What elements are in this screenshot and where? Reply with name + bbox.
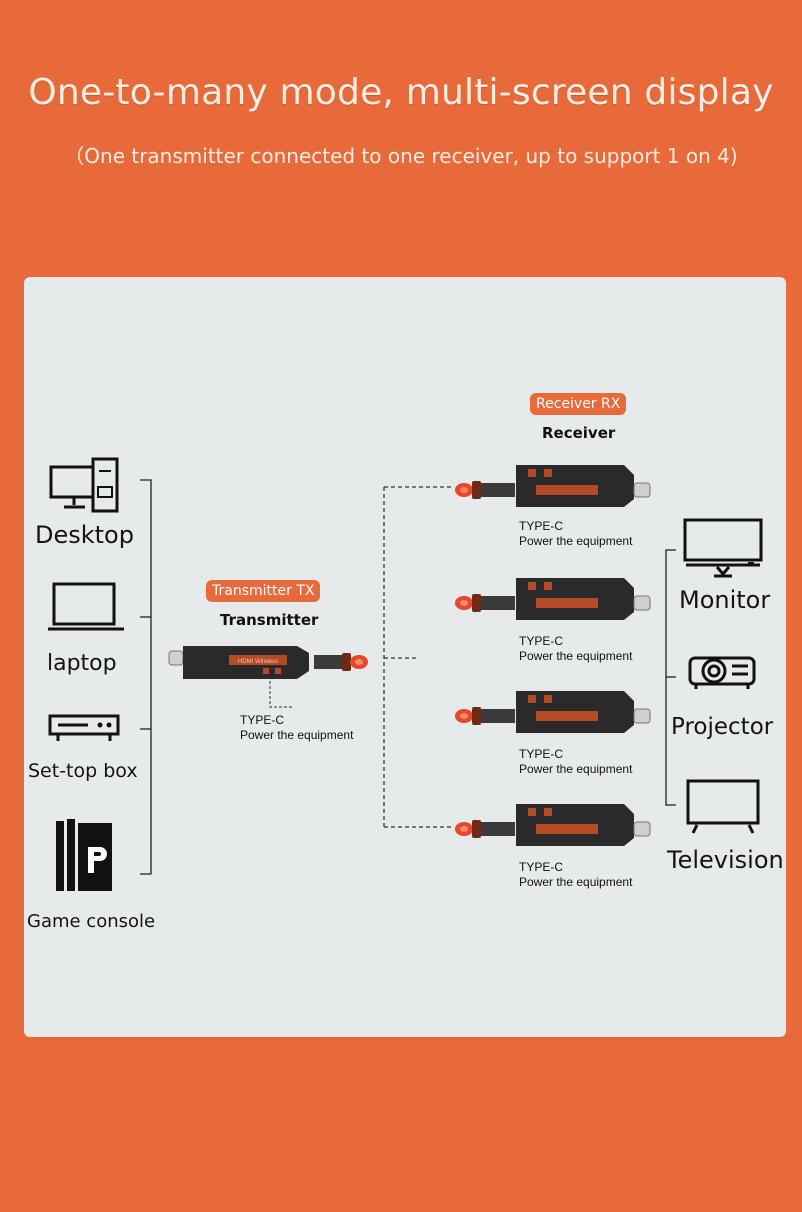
projector-icon: [688, 656, 756, 689]
receiver-tag: Receiver RX: [530, 393, 627, 415]
display-label-monitor: Monitor: [679, 586, 771, 614]
source-label-desktop: Desktop: [35, 521, 134, 549]
receiver-port-note: TYPE-C Power the equipment: [519, 519, 632, 549]
transmitter-port-pointer: [269, 681, 292, 708]
display-label-television: Television: [667, 846, 784, 874]
source-label-game-console: Game console: [27, 911, 156, 932]
transmitter-dongle: HDMI Wireless: [168, 646, 368, 679]
transmitter-power-label: Power the equipment: [240, 728, 354, 742]
page-title: One-to-many mode, multi-screen display: [28, 72, 774, 113]
receiver-port-note: TYPE-C Power the equipment: [519, 860, 632, 890]
transmitter-label: Transmitter: [220, 611, 319, 629]
set-top-box-icon: [48, 714, 120, 741]
transmitter-tag: Transmitter TX: [206, 580, 321, 602]
receiver-label: Receiver: [542, 424, 616, 442]
monitor-icon: [683, 518, 763, 578]
receiver-power-label: Power the equipment: [519, 762, 633, 776]
receiver-dongle: [455, 804, 651, 846]
connector-lines: [140, 479, 676, 875]
page-subtitle: （One transmitter connected to one receiv…: [64, 144, 738, 168]
receiver-port-note: TYPE-C Power the equipment: [519, 747, 632, 777]
display-label-projector: Projector: [671, 714, 774, 740]
source-bracket: [140, 479, 152, 875]
transmitter-port-note: TYPE-C Power the equipment: [240, 713, 353, 743]
receiver-dongle: [455, 465, 651, 507]
receiver-power-label: Power the equipment: [519, 649, 633, 663]
laptop-icon: [48, 582, 124, 631]
game-console-icon: [56, 819, 112, 891]
diagram-panel: Desktop laptop Set-top box Game console …: [24, 277, 786, 1037]
transmitter-port-label: TYPE-C: [240, 713, 285, 727]
receiver-power-label: Power the equipment: [519, 875, 633, 889]
receiver-power-label: Power the equipment: [519, 534, 633, 548]
source-label-set-top-box: Set-top box: [28, 760, 138, 782]
receiver-port-note: TYPE-C Power the equipment: [519, 634, 632, 664]
source-label-laptop: laptop: [47, 651, 117, 676]
receiver-port-label: TYPE-C: [519, 634, 564, 648]
receiver-port-label: TYPE-C: [519, 860, 564, 874]
desktop-icon: [49, 457, 119, 513]
receiver-dongle: [455, 691, 651, 733]
receiver-port-label: TYPE-C: [519, 519, 564, 533]
receiver-port-label: TYPE-C: [519, 747, 564, 761]
television-icon: [686, 779, 760, 834]
receiver-dongle: [455, 578, 651, 620]
svg-text:HDMI Wireless: HDMI Wireless: [238, 659, 278, 665]
